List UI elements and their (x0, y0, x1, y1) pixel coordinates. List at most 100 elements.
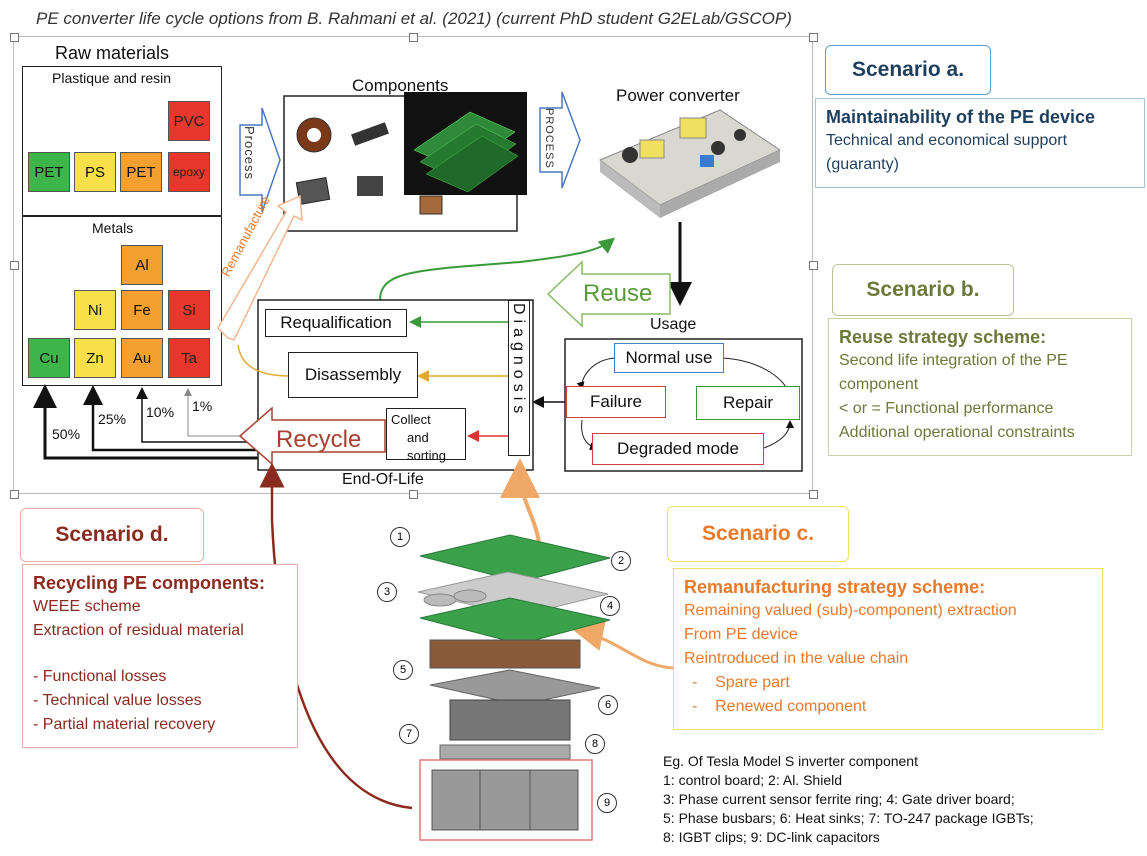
resize-handle[interactable] (10, 490, 19, 499)
legend-line: 1: control board; 2: Al. Shield (663, 772, 842, 788)
scenario-a-line: (guaranty) (826, 156, 899, 173)
collect-sorting-node: Collect and sorting (386, 408, 466, 463)
tesla-exploded-view (417, 534, 611, 841)
scenario-a-title: Scenario a. (825, 45, 991, 95)
eol-title: End-Of-Life (342, 471, 424, 488)
scenario-d-title: Scenario d. (20, 508, 204, 562)
scenario-b-line: < or = Functional performance (839, 400, 1054, 417)
scenario-b-line: Additional operational constraints (839, 424, 1075, 441)
recycle-line-25 (83, 385, 258, 452)
degraded-mode-node: Degraded mode (592, 433, 764, 465)
repair-node: Repair (696, 386, 800, 420)
element-cu: Cu (28, 338, 70, 378)
resize-handle[interactable] (809, 261, 818, 270)
figure-caption: PE converter life cycle options from B. … (36, 9, 792, 28)
resize-handle[interactable] (10, 261, 19, 270)
scenario-d-line: WEEE scheme (33, 598, 141, 615)
percent-10: 10% (146, 404, 175, 420)
scenario-b-title: Scenario b. (832, 264, 1014, 316)
scenario-c-line: Remaining valued (sub)-component) extrac… (684, 602, 1017, 619)
tesla-legend: Eg. Of Tesla Model S inverter component … (663, 752, 1133, 847)
ic-chip (295, 176, 331, 206)
recycle-line-10 (136, 387, 258, 443)
scenario-a-body: Maintainability of the PE device Technic… (815, 98, 1145, 188)
collect-label: Collect (391, 412, 431, 427)
scenario-d-line: - Technical value losses (33, 692, 202, 709)
scenario-b-line: component (839, 376, 919, 393)
sorting-label: and sorting (407, 430, 447, 463)
raw-materials-title: Raw materials (55, 43, 170, 63)
element-au: Au (121, 338, 163, 378)
scenario-d-line: Extraction of residual material (33, 622, 244, 639)
process-arrow-right (539, 91, 581, 189)
scenario-a-heading: Maintainability of the PE device (826, 107, 1096, 127)
recycle-line-1 (184, 388, 258, 437)
element-ps: PS (74, 152, 116, 192)
scenario-c-line: - Renewed component (692, 698, 867, 715)
scenario-d-line: - Partial material recovery (33, 716, 216, 733)
process-left-label: Process (242, 126, 257, 180)
power-converter-title: Power converter (616, 86, 740, 105)
process-right-label: PROCESS (543, 108, 555, 169)
scenario-b-heading: Reuse strategy scheme: (839, 327, 1047, 347)
recycle-line-50 (33, 384, 258, 460)
plastics-title: Plastique and resin (52, 70, 172, 86)
scenario-b-body: Reuse strategy scheme: Second life integ… (828, 318, 1132, 456)
power-converter-image (599, 109, 782, 218)
scenario-c-body: Remanufacturing strategy scheme: Remaini… (673, 568, 1103, 730)
percent-50: 50% (52, 426, 81, 442)
resize-handle[interactable] (809, 490, 818, 499)
scenario-c-line: From PE device (684, 626, 798, 643)
callout-7: 7 (399, 724, 419, 744)
resize-handle[interactable] (809, 33, 818, 42)
diagnosis-label: Diagnosis (510, 303, 527, 419)
pcb-boards (413, 111, 519, 193)
usage-title: Usage (650, 316, 697, 333)
callout-6: 6 (598, 695, 618, 715)
requalification-node: Requalification (265, 309, 407, 337)
diagnosis-node (508, 300, 530, 456)
remanufacture-arrow (217, 194, 303, 341)
callout-1: 1 (390, 527, 410, 547)
scenario-c-line: - Spare part (692, 674, 790, 691)
scenario-d-line: - Functional losses (33, 668, 167, 685)
callout-4: 4 (600, 596, 620, 616)
transformer-part (419, 195, 443, 215)
element-epoxy: epoxy (168, 152, 210, 192)
resize-handle[interactable] (10, 33, 19, 42)
recycle-label: Recycle (276, 426, 362, 453)
callout-2: 2 (611, 551, 631, 571)
element-pet: PET (28, 152, 70, 192)
normal-use-node: Normal use (614, 343, 724, 373)
resize-handle[interactable] (409, 33, 418, 42)
element-si: Si (168, 290, 210, 330)
metals-title: Metals (92, 220, 134, 236)
legend-line: 5: Phase busbars; 6: Heat sinks; 7: TO-2… (663, 810, 1034, 826)
percent-25: 25% (98, 411, 127, 427)
legend-line: Eg. Of Tesla Model S inverter component (663, 753, 918, 769)
element-ni: Ni (74, 290, 116, 330)
recycle-arrow (238, 406, 386, 466)
components-title: Components (352, 76, 449, 95)
scenario-a-line: Technical and economical support (826, 132, 1068, 149)
scenario-d-body: Recycling PE components: WEEE scheme Ext… (22, 564, 298, 748)
element-fe: Fe (121, 290, 163, 330)
element-ta: Ta (168, 338, 210, 378)
reuse-arrow (546, 260, 671, 328)
resize-handle[interactable] (409, 490, 418, 499)
legend-line: 8: IGBT clips; 9: DC-link capacitors (663, 829, 880, 845)
scenario-d-heading: Recycling PE components: (33, 573, 266, 593)
reuse-label: Reuse (583, 280, 653, 307)
element-pvc: PVC (168, 101, 210, 141)
process-arrow-left (239, 107, 281, 213)
scenario-b-line: Second life integration of the PE (839, 352, 1068, 369)
scenario-c-line: Reintroduced in the value chain (684, 650, 909, 667)
disassembly-node: Disassembly (288, 352, 418, 398)
callout-5: 5 (393, 660, 413, 680)
metals-panel (22, 216, 222, 386)
scenario-c-heading: Remanufacturing strategy scheme: (684, 577, 986, 597)
capacitor-part (351, 122, 389, 146)
failure-node: Failure (566, 386, 666, 418)
reuse-line (379, 237, 616, 301)
element-zn: Zn (74, 338, 116, 378)
